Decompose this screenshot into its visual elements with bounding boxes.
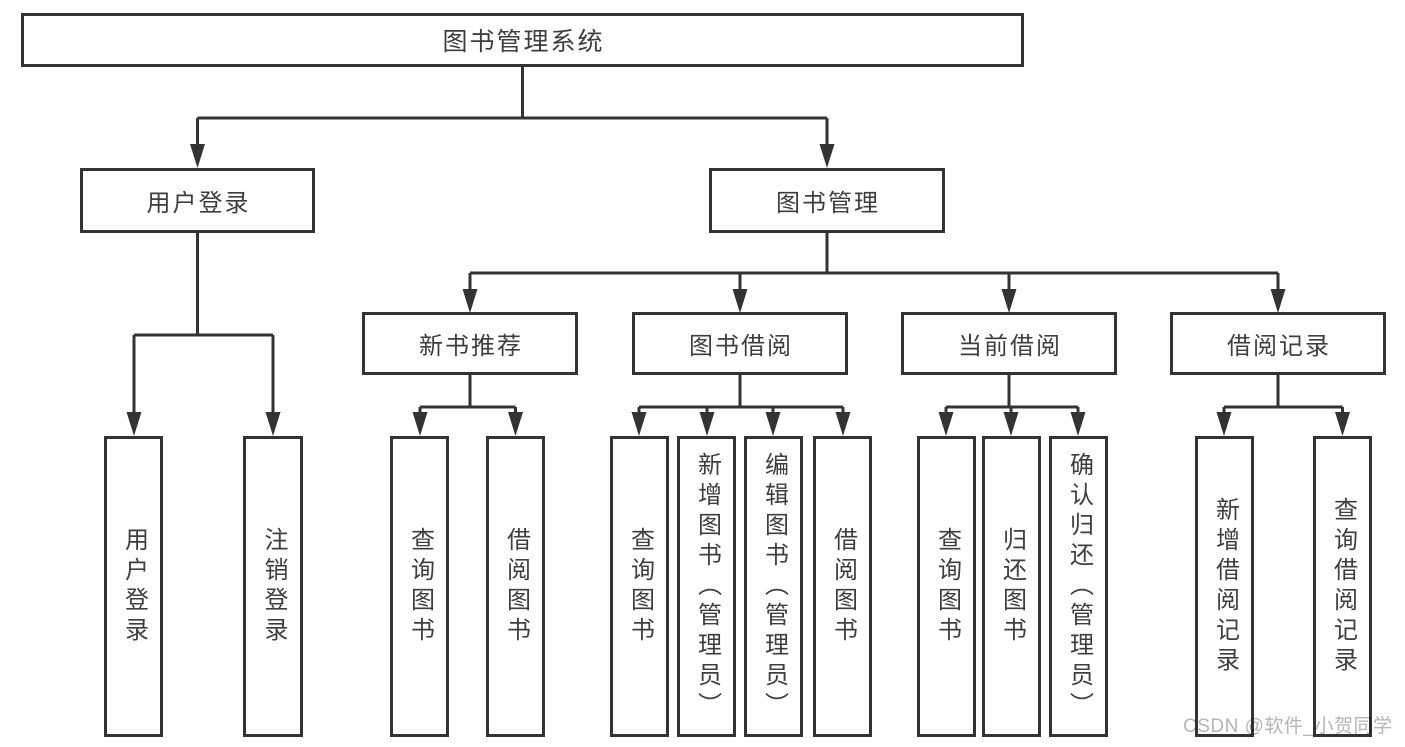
leaf-confirm-return-admin-label: 确认归还（管理员） bbox=[1065, 451, 1093, 722]
leaf-recommend-query-book-label: 查询图书 bbox=[406, 526, 434, 647]
node-user-login: 用户登录 bbox=[80, 168, 315, 233]
leaf-add-borrow-record: 新增借阅记录 bbox=[1195, 436, 1254, 737]
leaf-edit-book-admin-label: 编辑图书（管理员） bbox=[760, 451, 788, 722]
node-new-book-recommend: 新书推荐 bbox=[362, 312, 578, 375]
node-root-system: 图书管理系统 bbox=[21, 13, 1024, 67]
leaf-user-login-label: 用户登录 bbox=[120, 526, 148, 647]
leaf-recommend-borrow-book-label: 借阅图书 bbox=[502, 526, 530, 647]
leaf-recommend-query-book: 查询图书 bbox=[390, 436, 449, 737]
leaf-recommend-borrow-book: 借阅图书 bbox=[486, 436, 545, 737]
node-root-system-label: 图书管理系统 bbox=[442, 28, 605, 56]
leaf-query-borrow-record-label: 查询借阅记录 bbox=[1329, 496, 1357, 677]
node-current-borrow: 当前借阅 bbox=[901, 312, 1117, 375]
node-current-borrow-label: 当前借阅 bbox=[958, 333, 1062, 360]
node-book-borrow-label: 图书借阅 bbox=[689, 333, 793, 360]
node-book-borrow: 图书借阅 bbox=[632, 312, 848, 375]
node-borrow-records-label: 借阅记录 bbox=[1227, 333, 1331, 360]
leaf-logout-label: 注销登录 bbox=[260, 526, 287, 647]
leaf-borrow-query-book-label: 查询图书 bbox=[626, 526, 654, 647]
leaf-borrow-book: 借阅图书 bbox=[813, 436, 872, 737]
leaf-borrow-query-book: 查询图书 bbox=[610, 436, 669, 737]
watermark: CSDN @软件_小贺同学 bbox=[1183, 716, 1393, 737]
leaf-borrow-book-label: 借阅图书 bbox=[829, 526, 857, 647]
leaf-current-query-book: 查询图书 bbox=[917, 436, 976, 737]
leaf-edit-book-admin: 编辑图书（管理员） bbox=[744, 436, 803, 737]
leaf-return-book: 归还图书 bbox=[982, 436, 1041, 737]
leaf-user-login: 用户登录 bbox=[104, 436, 163, 737]
leaf-add-borrow-record-label: 新增借阅记录 bbox=[1211, 496, 1239, 677]
node-new-book-recommend-label: 新书推荐 bbox=[419, 333, 523, 360]
leaf-confirm-return-admin: 确认归还（管理员） bbox=[1049, 436, 1108, 737]
node-book-management: 图书管理 bbox=[709, 168, 945, 233]
node-book-management-label: 图书管理 bbox=[776, 190, 880, 217]
leaf-add-book-admin: 新增图书（管理员） bbox=[677, 436, 736, 737]
leaf-query-borrow-record: 查询借阅记录 bbox=[1313, 436, 1372, 737]
leaf-add-book-admin-label: 新增图书（管理员） bbox=[693, 451, 721, 722]
leaf-return-book-label: 归还图书 bbox=[998, 526, 1026, 647]
node-user-login-label: 用户登录 bbox=[146, 190, 251, 217]
node-borrow-records: 借阅记录 bbox=[1170, 312, 1386, 375]
leaf-logout: 注销登录 bbox=[243, 436, 303, 737]
leaf-current-query-book-label: 查询图书 bbox=[933, 526, 961, 647]
